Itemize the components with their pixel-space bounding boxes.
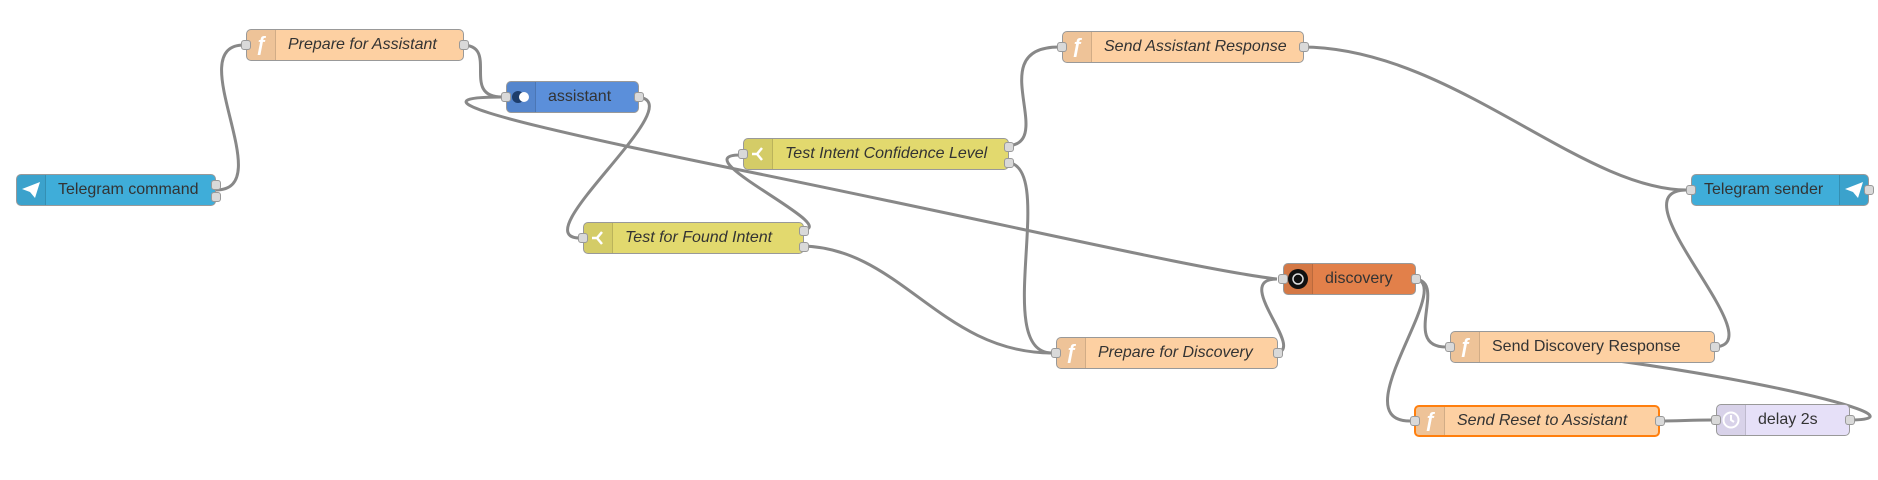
output-port[interactable]	[1655, 416, 1665, 426]
wire-confidence-to-send-assistant[interactable]	[1004, 45, 1060, 148]
wire-telegram-to-prepare[interactable]	[215, 43, 245, 192]
timer-icon	[1717, 405, 1746, 435]
send-discovery-response-node[interactable]: ƒ Send Discovery Response	[1445, 331, 1720, 363]
wire-assistant-to-found-intent[interactable]	[566, 95, 651, 240]
node-label: Test Intent Confidence Level	[785, 145, 988, 162]
wire-send-response-to-telegram-sender[interactable]	[1665, 188, 1731, 349]
output-port[interactable]	[1411, 274, 1421, 284]
telegram-plane-icon	[17, 175, 46, 205]
input-port[interactable]	[738, 149, 748, 159]
node-label: Prepare for Discovery	[1098, 344, 1253, 361]
output-port[interactable]	[1845, 415, 1855, 425]
function-icon: ƒ	[1063, 32, 1092, 62]
output-port[interactable]	[1004, 158, 1014, 168]
input-port[interactable]	[1445, 342, 1455, 352]
switch-icon	[584, 223, 613, 253]
wire-assistant-to-discovery[interactable]	[464, 95, 1278, 281]
switch-icon	[744, 139, 773, 169]
wire-found-to-confidence[interactable]	[725, 153, 811, 232]
function-icon: ƒ	[1451, 332, 1480, 362]
delay-node[interactable]: delay 2s	[1711, 404, 1855, 436]
send-reset-to-assistant-node[interactable]: ƒ Send Reset to Assistant	[1410, 405, 1665, 437]
node-label: assistant	[548, 88, 612, 105]
function-icon: ƒ	[247, 30, 276, 60]
output-port[interactable]	[1004, 142, 1014, 152]
input-port[interactable]	[1057, 42, 1067, 52]
node-label: discovery	[1325, 270, 1393, 287]
telegram-command-node[interactable]: Telegram command	[16, 174, 221, 206]
wire-send-reset-to-delay[interactable]	[1657, 418, 1713, 423]
node-label: Telegram command	[58, 181, 199, 198]
assistant-node[interactable]: assistant	[501, 81, 644, 113]
wire-found-to-prepare-discovery[interactable]	[799, 244, 1053, 355]
output-port[interactable]	[634, 92, 644, 102]
input-port[interactable]	[1410, 416, 1420, 426]
prepare-for-discovery-node[interactable]: ƒ Prepare for Discovery	[1051, 337, 1283, 369]
node-label: Send Reset to Assistant	[1457, 412, 1628, 429]
send-assistant-response-node[interactable]: ƒ Send Assistant Response	[1057, 31, 1309, 63]
node-label: Telegram sender	[1704, 181, 1824, 198]
input-port[interactable]	[241, 40, 251, 50]
input-port[interactable]	[501, 92, 511, 102]
output-port[interactable]	[211, 180, 221, 190]
output-port[interactable]	[459, 40, 469, 50]
node-label: Send Discovery Response	[1492, 338, 1681, 355]
output-port[interactable]	[1299, 42, 1309, 52]
input-port[interactable]	[1711, 415, 1721, 425]
output-port[interactable]	[1710, 342, 1720, 352]
output-port[interactable]	[799, 226, 809, 236]
assistant-icon	[507, 82, 536, 112]
telegram-sender-node[interactable]: Telegram sender	[1686, 174, 1874, 206]
output-port[interactable]	[1864, 185, 1874, 195]
prepare-for-assistant-node[interactable]: ƒ Prepare for Assistant	[241, 29, 469, 61]
node-label: Send Assistant Response	[1104, 38, 1287, 55]
wire-confidence-to-prepare-discovery[interactable]	[1004, 160, 1053, 355]
test-confidence-node[interactable]: Test Intent Confidence Level	[738, 138, 1014, 170]
discovery-icon	[1284, 264, 1313, 294]
input-port[interactable]	[578, 233, 588, 243]
input-port[interactable]	[1051, 348, 1061, 358]
telegram-plane-icon	[1839, 175, 1868, 205]
wire-prepare-to-assistant[interactable]	[461, 43, 503, 99]
node-label: Test for Found Intent	[625, 229, 773, 246]
output-port[interactable]	[799, 242, 809, 252]
function-icon: ƒ	[1416, 407, 1445, 435]
output-port[interactable]	[211, 192, 221, 202]
node-label: Prepare for Assistant	[288, 36, 437, 53]
test-found-intent-node[interactable]: Test for Found Intent	[578, 222, 809, 254]
output-port[interactable]	[1273, 348, 1283, 358]
input-port[interactable]	[1278, 274, 1288, 284]
node-label: delay 2s	[1758, 411, 1818, 428]
wire-discovery-to-send-reset[interactable]	[1386, 277, 1426, 423]
function-icon: ƒ	[1057, 338, 1086, 368]
input-port[interactable]	[1686, 185, 1696, 195]
wire-send-assistant-to-telegram-sender[interactable]	[1301, 45, 1688, 192]
discovery-node[interactable]: discovery	[1278, 263, 1421, 295]
